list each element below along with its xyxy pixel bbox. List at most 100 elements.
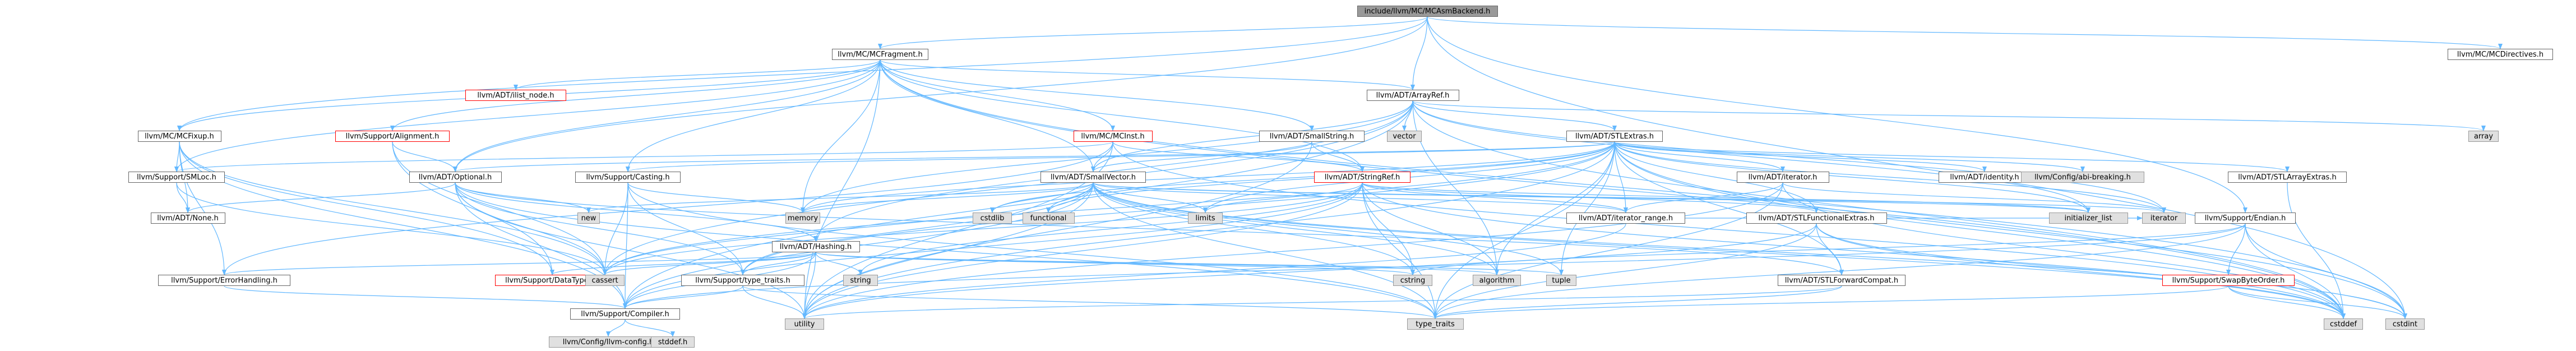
edge-n14-n45 (627, 182, 1437, 319)
node-llvm-support-swapbyteorder-h[interactable]: llvm/Support/SwapByteOrder.h (2162, 275, 2295, 286)
node-initializer-list[interactable]: initializer_list (2048, 213, 2128, 224)
node-llvm-adt-stlforwardcompat-h[interactable]: llvm/ADT/STLForwardCompat.h (1778, 275, 1906, 286)
node-cstddef[interactable]: cstddef (2324, 318, 2363, 330)
edge-n1-n14 (626, 59, 881, 172)
node-iterator[interactable]: iterator (2142, 213, 2186, 224)
edge-n6-n35 (392, 141, 607, 275)
node-llvm-support-errorhandling-h[interactable]: llvm/Support/ErrorHandling.h (158, 275, 290, 286)
edge-n1-n44 (802, 59, 881, 319)
node-string[interactable]: string (843, 275, 878, 286)
node-llvm-adt-identity-h[interactable]: llvm/ADT/identity.h (1938, 172, 2031, 183)
edge-n41-n44 (802, 285, 1842, 319)
node-llvm-support-alignment-h[interactable]: llvm/Support/Alignment.h (335, 131, 450, 142)
node-llvm-adt-stlfunctionalextras-h[interactable]: llvm/ADT/STLFunctionalExtras.h (1746, 213, 1887, 224)
node-llvm-config-abi-breaking-h[interactable]: llvm/Config/abi-breaking.h (2021, 172, 2144, 183)
node-llvm-adt-ilist-node-h[interactable]: llvm/ADT/ilist_node.h (465, 90, 566, 101)
edge-n14-n43 (623, 182, 628, 309)
node-utility[interactable]: utility (785, 318, 824, 330)
edge-n16-n27 (1362, 182, 1628, 213)
node-llvm-mc-mcinst-h[interactable]: llvm/MC/MCInst.h (1073, 131, 1153, 142)
node-llvm-adt-stlextras-h[interactable]: llvm/ADT/STLExtras.h (1566, 131, 1663, 142)
edge-n17-n46 (1782, 182, 2346, 319)
edge-n17-n27 (1624, 182, 1783, 213)
node-stddef-h[interactable]: stddef.h (651, 336, 695, 348)
edge-n10-n39 (1495, 141, 1615, 275)
edge-n20-n46 (2287, 182, 2346, 319)
edge-n43-n49 (625, 319, 675, 337)
edge-n10-n36 (741, 141, 1615, 275)
node-array[interactable]: array (2468, 131, 2499, 142)
edge-n14-n35 (603, 182, 628, 275)
edge-n3-n10 (1412, 100, 1617, 131)
edge-n16-n38 (1362, 182, 1415, 275)
edge-n32-n34 (550, 252, 816, 275)
edge-n7-n16 (1112, 141, 1365, 172)
node-llvm-mc-mcdirectives-h[interactable]: llvm/MC/MCDirectives.h (2448, 49, 2553, 60)
edge-n16-n43 (623, 182, 1363, 309)
node-llvm-mc-mcfixup-h[interactable]: llvm/MC/MCFixup.h (137, 131, 221, 142)
node-llvm-support-endian-h[interactable]: llvm/Support/Endian.h (2195, 213, 2296, 224)
edge-n32-n38 (815, 252, 1415, 275)
edge-n42-n45 (1433, 285, 2229, 319)
node-llvm-adt-stringref-h[interactable]: llvm/ADT/StringRef.h (1314, 172, 1410, 183)
edge-n10-n14 (626, 141, 1615, 172)
edge-n1-n16 (880, 59, 1365, 172)
node-llvm-adt-iterator-h[interactable]: llvm/ADT/iterator.h (1736, 172, 1829, 183)
node-llvm-adt-none-h[interactable]: llvm/ADT/None.h (150, 213, 225, 224)
node-llvm-adt-iterator-range-h[interactable]: llvm/ADT/iterator_range.h (1566, 213, 1685, 224)
node-cassert[interactable]: cassert (585, 275, 625, 286)
edge-n8-n15 (1091, 141, 1312, 172)
node-llvm-support-smloc-h[interactable]: llvm/Support/SMLoc.h (128, 172, 225, 183)
node-llvm-mc-mcfragment-h[interactable]: llvm/MC/MCFragment.h (832, 49, 928, 60)
node-llvm-adt-hashing-h[interactable]: llvm/ADT/Hashing.h (771, 241, 860, 252)
edge-n15-n44 (802, 182, 1094, 319)
node-cstdint[interactable]: cstdint (2385, 318, 2425, 330)
node-vector[interactable]: vector (1387, 131, 1422, 142)
edge-n36-n44 (742, 285, 807, 319)
node-llvm-adt-smallvector-h[interactable]: llvm/ADT/SmallVector.h (1040, 172, 1146, 183)
edge-n10-n28 (1614, 141, 1819, 213)
node-algorithm[interactable]: algorithm (1473, 275, 1521, 286)
edge-n15-n23 (801, 182, 1094, 213)
edge-n10-n29 (1614, 141, 2091, 213)
edge-n10-n19 (1614, 141, 2085, 172)
node-cstring[interactable]: cstring (1393, 275, 1432, 286)
node-llvm-support-type-traits-h[interactable]: llvm/Support/type_traits.h (681, 275, 804, 286)
edge-n36-n43 (623, 285, 743, 309)
node-functional[interactable]: functional (1022, 213, 1075, 224)
node-include-llvm-mc-mcasmbackend-h[interactable]: include/llvm/MC/MCAsmBackend.h (1357, 6, 1498, 17)
node-llvm-support-datatypes-h[interactable]: llvm/Support/DataTypes.h (495, 275, 609, 286)
node-memory[interactable]: memory (785, 213, 820, 224)
edge-n13-n44 (455, 182, 807, 319)
edge-n3-n29 (1412, 100, 2091, 213)
edge-n0-n1 (878, 16, 1428, 49)
node-new[interactable]: new (577, 213, 600, 224)
edge-n6-n13 (392, 141, 457, 172)
edge-n32-n44 (802, 252, 816, 319)
node-llvm-adt-arrayref-h[interactable]: llvm/ADT/ArrayRef.h (1366, 90, 1459, 101)
edge-n3-n30 (1412, 100, 2166, 213)
node-llvm-adt-smallstring-h[interactable]: llvm/ADT/SmallString.h (1259, 131, 1365, 142)
edge-n31-n38 (1410, 223, 2246, 275)
node-type-traits[interactable]: type_traits (1407, 318, 1464, 330)
node-cstdlib[interactable]: cstdlib (973, 213, 1012, 224)
node-llvm-support-compiler-h[interactable]: llvm/Support/Compiler.h (570, 308, 680, 320)
edge-n16-n35 (603, 182, 1363, 275)
node-llvm-adt-optional-h[interactable]: llvm/ADT/Optional.h (409, 172, 502, 183)
edge-n10-n13 (453, 141, 1615, 172)
edge-n10-n23 (801, 141, 1615, 213)
edge-n3-n39 (1412, 100, 1499, 275)
node-limits[interactable]: limits (1188, 213, 1223, 224)
node-llvm-adt-stlarrayextras-h[interactable]: llvm/ADT/STLArrayExtras.h (2228, 172, 2347, 183)
node-tuple[interactable]: tuple (1546, 275, 1576, 286)
edge-n13-n41 (455, 182, 1844, 275)
node-llvm-support-casting-h[interactable]: llvm/Support/Casting.h (575, 172, 681, 183)
edge-n16-n45 (1362, 182, 1437, 319)
edge-n16-n37 (858, 182, 1363, 275)
edge-n1-n8 (880, 59, 1314, 131)
edge-n31-n45 (1433, 223, 2246, 319)
edge-n17-n44 (802, 182, 1783, 319)
edge-n1-n12 (174, 59, 881, 172)
node-llvm-config-llvm-config-h[interactable]: llvm/Config/llvm-config.h (549, 336, 668, 348)
